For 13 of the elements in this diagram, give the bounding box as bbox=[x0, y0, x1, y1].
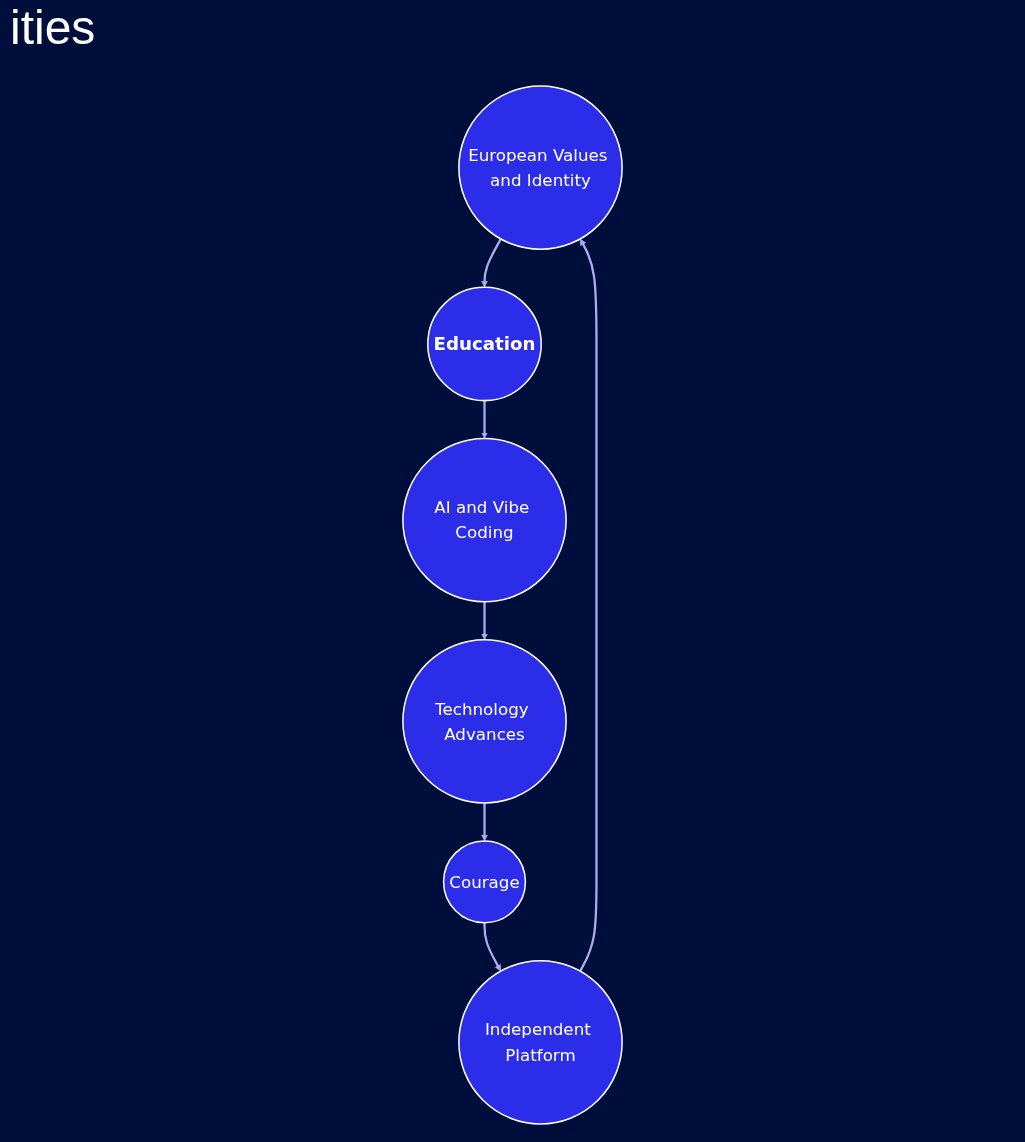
arrow bbox=[579, 238, 598, 972]
node-circle: Technology Advances bbox=[402, 639, 567, 804]
arrow bbox=[481, 601, 488, 641]
arrow bbox=[481, 400, 488, 439]
node-circle: Independent Platform bbox=[458, 959, 623, 1125]
arrow bbox=[481, 238, 502, 288]
node-circle: European Values and Identity bbox=[458, 85, 623, 251]
arrow bbox=[483, 922, 502, 972]
node-circle: AI and Vibe Coding bbox=[402, 437, 567, 603]
node-circle: Courage bbox=[442, 840, 527, 924]
node-circle: Education bbox=[427, 286, 542, 402]
arrow bbox=[481, 802, 488, 842]
title: ities bbox=[10, 0, 96, 55]
